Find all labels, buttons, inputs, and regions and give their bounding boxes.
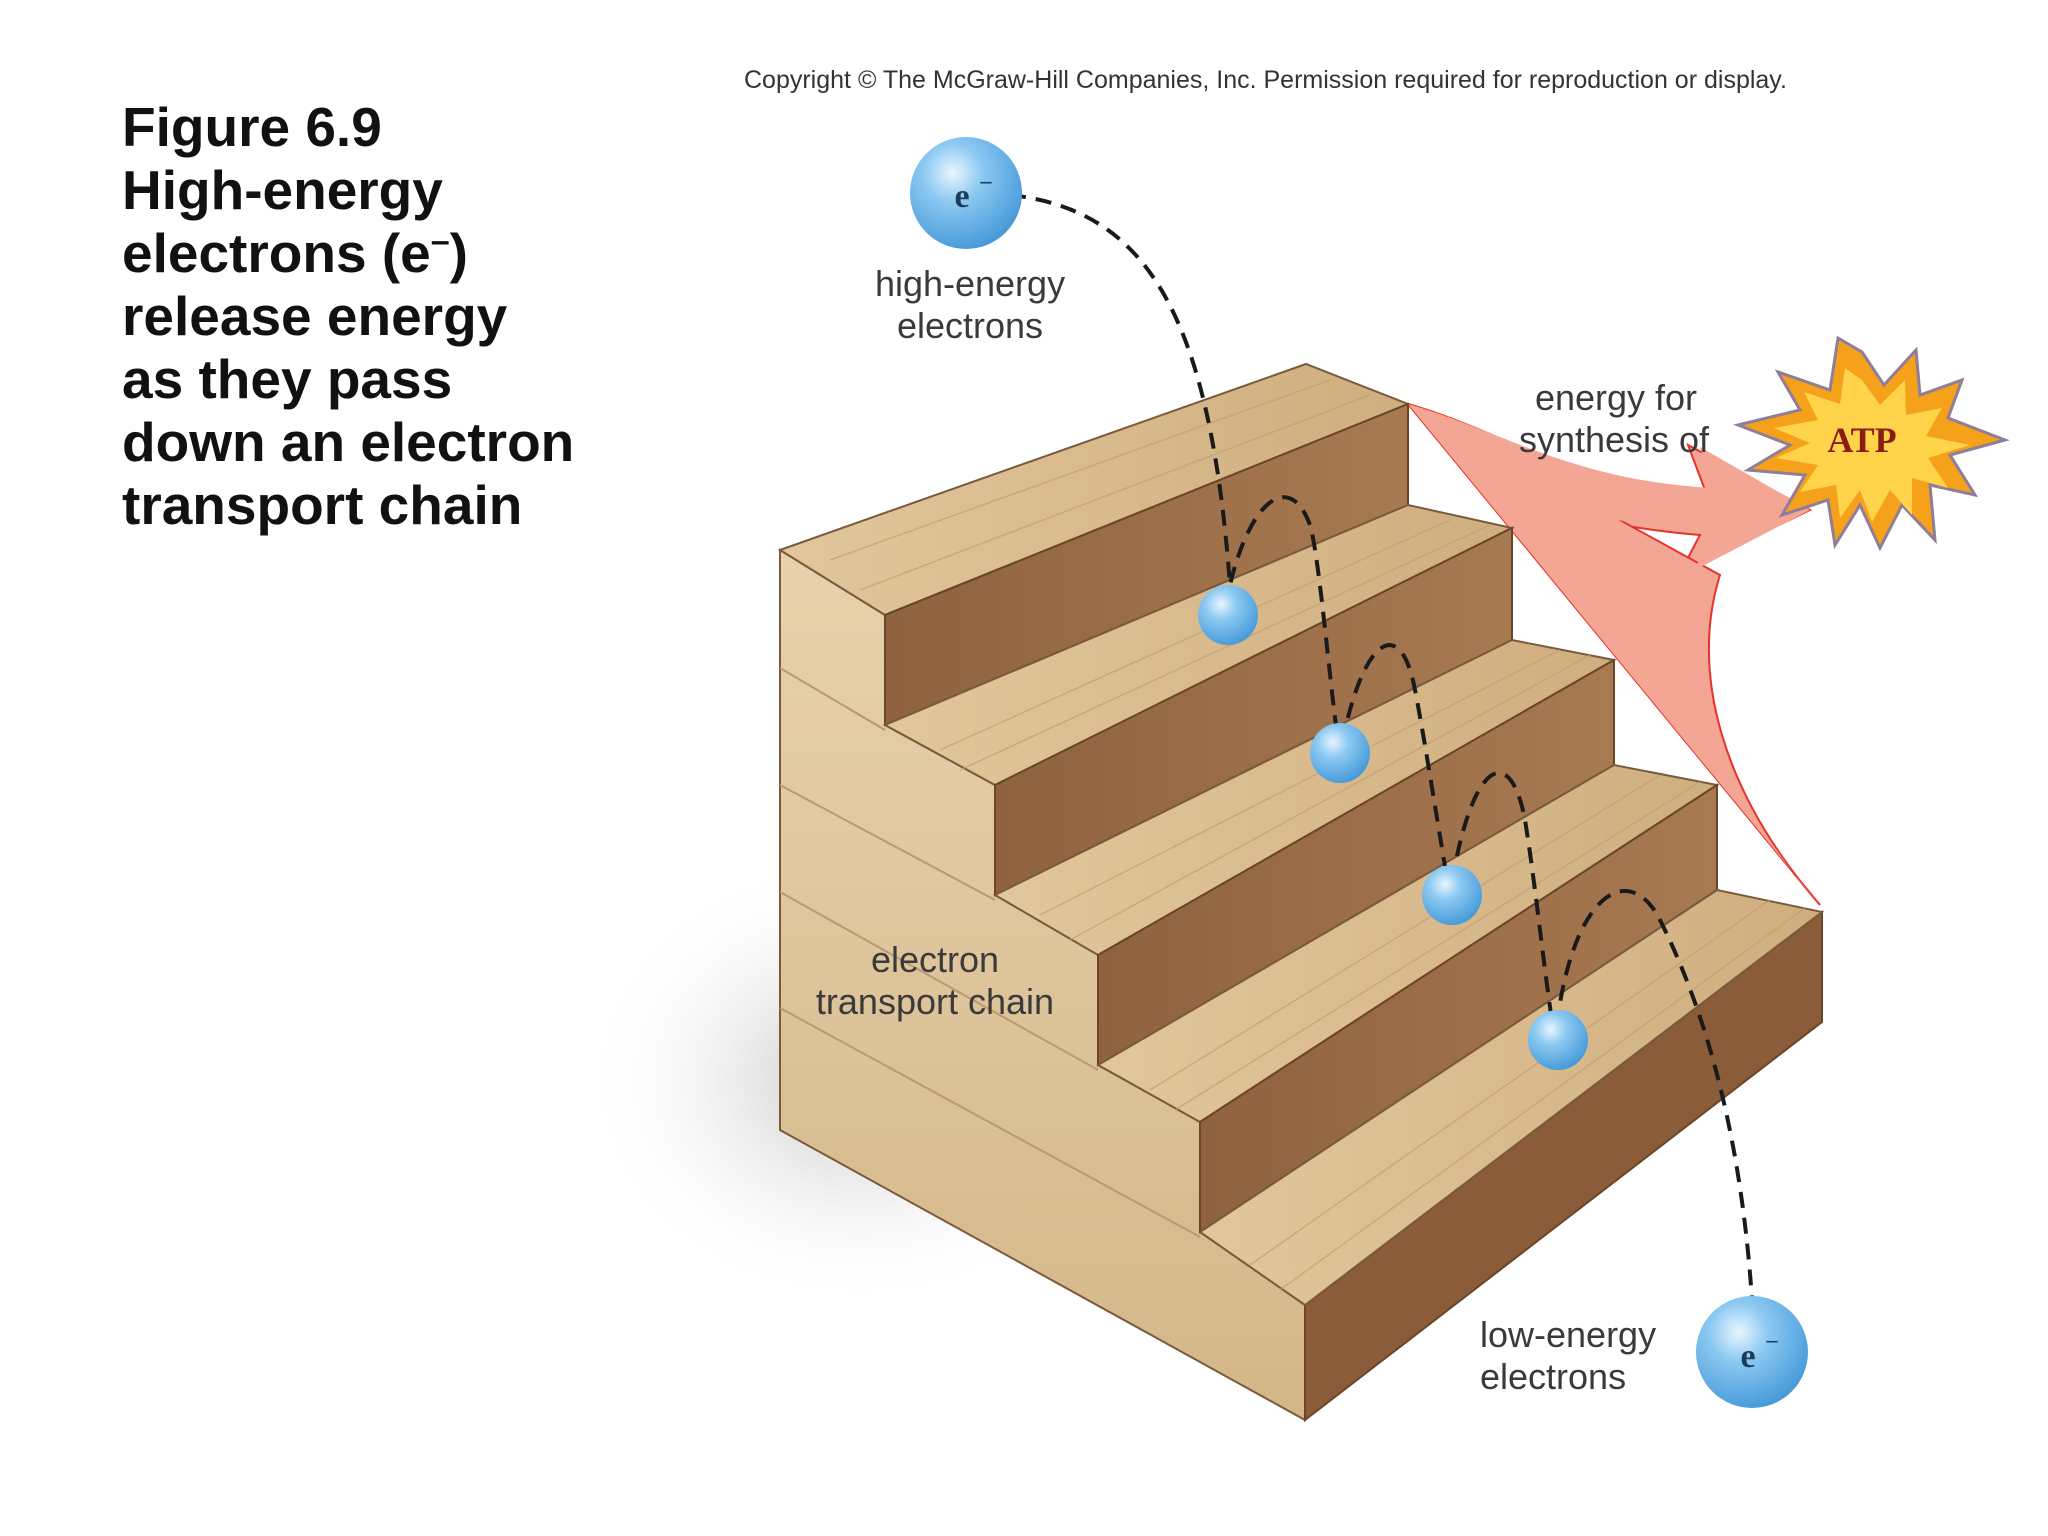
caption-line: release energy bbox=[122, 285, 508, 347]
high-energy-electron-icon: e – bbox=[910, 137, 1022, 249]
label-transport-chain: transport chain bbox=[816, 981, 1054, 1022]
figure-caption: Figure 6.9 High-energy electrons (e–) re… bbox=[122, 96, 682, 537]
caption-line: as they pass bbox=[122, 348, 453, 410]
electron-symbol: e bbox=[1740, 1338, 1755, 1375]
caption-text: electrons (e bbox=[122, 222, 431, 284]
electron-symbol: e bbox=[954, 178, 969, 215]
stair-tread bbox=[1198, 888, 1825, 1307]
atp-burst-icon: ATP bbox=[1732, 335, 2010, 552]
caption-line: High-energy bbox=[122, 159, 443, 221]
label-low-energy: low-energy bbox=[1480, 1314, 1656, 1355]
electron-on-step-icon bbox=[1198, 585, 1258, 645]
electron-on-step-icon bbox=[1422, 865, 1482, 925]
electron-on-step-icon bbox=[1310, 723, 1370, 783]
low-energy-electron-icon: e – bbox=[1696, 1296, 1808, 1408]
electron-charge: – bbox=[1766, 1327, 1779, 1352]
caption-line: electrons (e–) bbox=[122, 222, 682, 285]
caption-line: transport chain bbox=[122, 474, 523, 536]
staircase-illustration bbox=[777, 362, 1825, 1423]
label-electron: electron bbox=[871, 939, 999, 980]
electron-charge: – bbox=[980, 168, 993, 193]
label-synthesis-of: synthesis of bbox=[1519, 419, 1710, 460]
label-high-energy: high-energy bbox=[875, 263, 1065, 304]
caption-text: ) bbox=[449, 222, 468, 284]
caption-line: Figure 6.9 bbox=[122, 96, 382, 158]
electron-on-step-icon bbox=[1528, 1010, 1588, 1070]
wood-grain bbox=[829, 379, 1806, 1291]
atp-label: ATP bbox=[1827, 420, 1896, 460]
electron-path bbox=[1009, 193, 1754, 1301]
label-low-energy-electrons: electrons bbox=[1480, 1356, 1626, 1397]
label-high-energy-electrons: electrons bbox=[897, 305, 1043, 346]
copyright-notice: Copyright © The McGraw-Hill Companies, I… bbox=[744, 66, 1787, 94]
caption-line: down an electron bbox=[122, 411, 575, 473]
charge-superscript: – bbox=[430, 222, 450, 260]
label-energy-for: energy for bbox=[1535, 377, 1697, 418]
